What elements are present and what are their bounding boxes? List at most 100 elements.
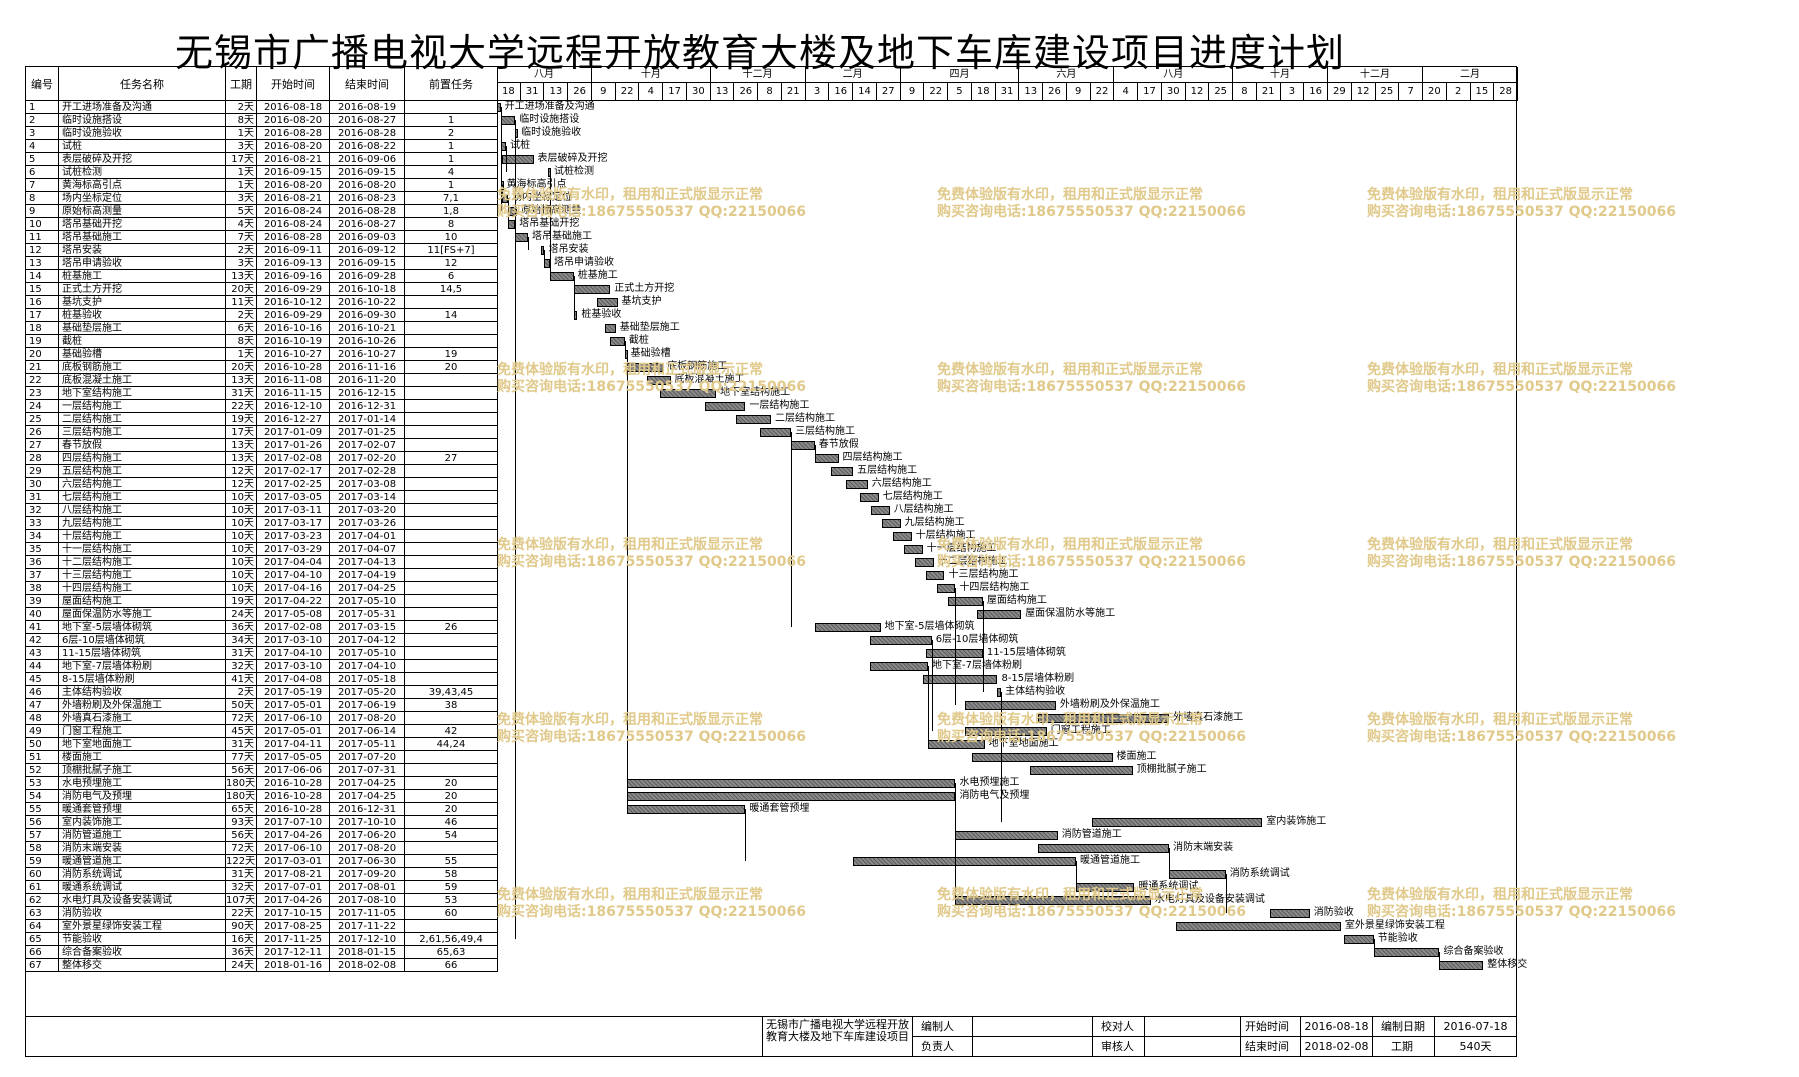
task-start: 2017-03-10 xyxy=(257,660,330,673)
gantt-bar[interactable] xyxy=(507,220,516,229)
gantt-bar[interactable] xyxy=(500,116,516,125)
gantt-bar[interactable] xyxy=(869,636,932,645)
task-start: 2017-05-01 xyxy=(257,699,330,712)
task-predecessor: 10 xyxy=(405,231,498,244)
gantt-bar[interactable] xyxy=(626,792,956,801)
task-name: 暖通系统调试 xyxy=(59,881,226,894)
gantt-bar[interactable] xyxy=(964,701,1056,710)
gantt-bar[interactable] xyxy=(853,857,1076,866)
gantt-bar[interactable] xyxy=(922,675,998,684)
gantt-bar[interactable] xyxy=(997,688,1002,697)
gantt-bar[interactable] xyxy=(1030,766,1133,775)
gantt-bar[interactable] xyxy=(736,415,771,424)
gantt-bar[interactable] xyxy=(659,389,717,398)
gantt-bar[interactable] xyxy=(1344,935,1374,944)
task-duration: 4天 xyxy=(226,218,257,231)
gantt-bar[interactable] xyxy=(1075,883,1135,892)
col-header-start: 开始时间 xyxy=(257,67,330,101)
gantt-bar[interactable] xyxy=(831,467,854,476)
task-name: 楼面施工 xyxy=(59,751,226,764)
task-duration: 34天 xyxy=(226,634,257,647)
dependency-line xyxy=(1001,692,1003,822)
task-id: 54 xyxy=(26,790,59,803)
task-name: 试桩 xyxy=(59,140,226,153)
gantt-bar[interactable] xyxy=(549,272,574,281)
gantt-bar[interactable] xyxy=(814,454,839,463)
gantt-bar[interactable] xyxy=(646,376,671,385)
gantt-bar-label: 基础验槽 xyxy=(630,348,671,359)
gantt-bar[interactable] xyxy=(1037,844,1170,853)
gantt-bar[interactable] xyxy=(915,558,934,567)
gantt-bar[interactable] xyxy=(610,337,625,346)
gantt-bar[interactable] xyxy=(540,246,545,255)
gantt-bar[interactable] xyxy=(937,584,956,593)
gantt-bar[interactable] xyxy=(544,259,550,268)
task-id: 55 xyxy=(26,803,59,816)
timescale-month: 二月 xyxy=(1423,67,1518,83)
task-start: 2016-08-24 xyxy=(257,218,330,231)
gantt-bar[interactable] xyxy=(1439,961,1484,970)
gantt-bar[interactable] xyxy=(597,298,618,307)
gantt-bar[interactable] xyxy=(1269,909,1310,918)
task-id: 42 xyxy=(26,634,59,647)
gantt-bar[interactable] xyxy=(626,779,956,788)
gantt-bar-label: 消防电气及预埋 xyxy=(959,790,1030,801)
footer-owner: 负责人 xyxy=(912,1037,972,1057)
dependency-line xyxy=(955,588,957,705)
gantt-bar[interactable] xyxy=(1373,948,1440,957)
gantt-bar[interactable] xyxy=(955,896,1151,905)
gantt-bar[interactable] xyxy=(626,805,746,814)
gantt-bar[interactable] xyxy=(604,324,616,333)
gantt-bar-label: 截桩 xyxy=(628,335,649,346)
gantt-bar[interactable] xyxy=(955,831,1058,840)
gantt-bar[interactable] xyxy=(926,571,945,580)
gantt-bar[interactable] xyxy=(497,103,501,112)
gantt-bar[interactable] xyxy=(502,155,534,164)
gantt-bar[interactable] xyxy=(928,740,985,749)
gantt-bar-label: 顶棚批腻子施工 xyxy=(1136,764,1207,775)
gantt-bar[interactable] xyxy=(1176,922,1341,931)
gantt-bar[interactable] xyxy=(1169,870,1226,879)
gantt-bar[interactable] xyxy=(871,506,890,515)
timescale-day: 22 xyxy=(1090,83,1115,101)
gantt-bar[interactable] xyxy=(971,753,1113,762)
gantt-bar[interactable] xyxy=(573,285,611,294)
gantt-bar[interactable] xyxy=(977,610,1022,619)
task-id: 67 xyxy=(26,959,59,972)
gantt-bar[interactable] xyxy=(1092,818,1263,827)
task-start: 2017-01-09 xyxy=(257,426,330,439)
gantt-bar[interactable] xyxy=(502,194,508,203)
gantt-bar[interactable] xyxy=(964,727,1047,736)
gantt-bar[interactable] xyxy=(882,519,901,528)
gantt-bar[interactable] xyxy=(948,597,983,606)
gantt-bar[interactable] xyxy=(573,311,578,320)
watermark-line2: 购买咨询电话:18675550537 QQ:22150066 xyxy=(1367,554,1676,570)
task-id: 14 xyxy=(26,270,59,283)
gantt-bar[interactable] xyxy=(760,428,792,437)
gantt-bar[interactable] xyxy=(869,662,929,671)
gantt-bar[interactable] xyxy=(515,233,529,242)
task-end: 2017-05-10 xyxy=(330,647,405,660)
gantt-bar-label: 塔吊基础开挖 xyxy=(519,218,579,230)
gantt-bar[interactable] xyxy=(814,623,881,632)
gantt-bar-label: 四层结构施工 xyxy=(842,452,903,463)
gantt-bar[interactable] xyxy=(845,480,868,489)
task-name: 底板混凝土施工 xyxy=(59,374,226,387)
gantt-bar[interactable] xyxy=(926,649,983,658)
gantt-bar[interactable] xyxy=(791,441,815,450)
timescale-day: 29 xyxy=(1328,83,1352,101)
gantt-bar[interactable] xyxy=(1037,714,1170,723)
dependency-line xyxy=(549,172,551,276)
gantt-bar[interactable] xyxy=(904,545,923,554)
task-duration: 24天 xyxy=(226,959,257,972)
gantt-bar[interactable] xyxy=(705,402,746,411)
task-start: 2017-02-08 xyxy=(257,621,330,634)
gantt-bar[interactable] xyxy=(860,493,879,502)
gantt-bar[interactable] xyxy=(893,532,912,541)
